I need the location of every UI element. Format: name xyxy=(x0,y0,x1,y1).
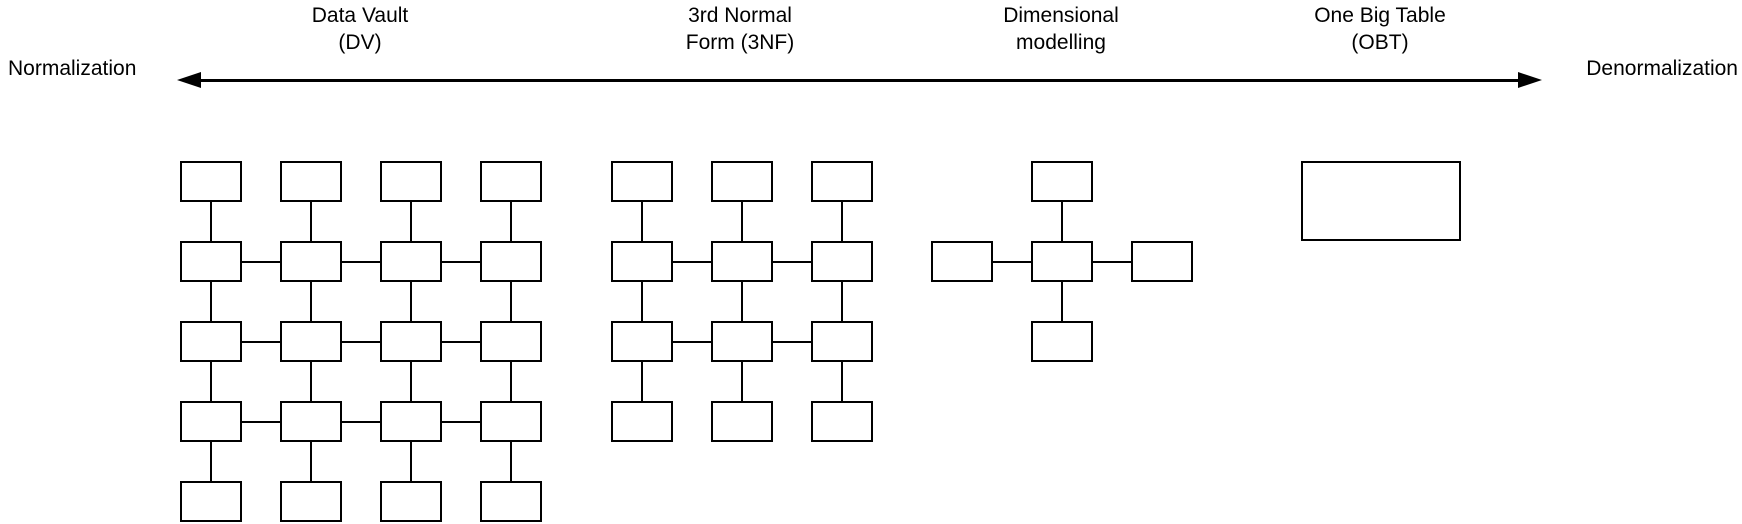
connector-line xyxy=(641,282,643,321)
table-box xyxy=(811,321,873,362)
dimensional-modelling-label: Dimensional modelling xyxy=(941,2,1181,56)
table-box xyxy=(711,241,773,282)
connector-line xyxy=(773,260,811,263)
connector-line xyxy=(510,202,512,241)
table-box xyxy=(711,321,773,362)
connector-line xyxy=(242,260,280,263)
one-big-table-label: One Big Table (OBT) xyxy=(1260,2,1500,56)
table-box xyxy=(180,161,242,202)
table-box xyxy=(611,321,673,362)
table-box xyxy=(380,481,442,522)
connector-line xyxy=(673,260,711,263)
connector-line xyxy=(410,362,412,401)
connector-line xyxy=(773,340,811,343)
connector-line xyxy=(442,260,480,263)
table-box xyxy=(180,401,242,442)
connector-line xyxy=(510,362,512,401)
label-line: (OBT) xyxy=(1351,31,1409,54)
table-box xyxy=(711,401,773,442)
connector-line xyxy=(510,442,512,481)
connector-line xyxy=(410,202,412,241)
connector-line xyxy=(741,282,743,321)
table-box xyxy=(1031,161,1093,202)
table-box xyxy=(480,241,542,282)
table-box xyxy=(811,241,873,282)
label-line: Form (3NF) xyxy=(685,31,795,54)
connector-line xyxy=(342,260,380,263)
connector-line xyxy=(410,282,412,321)
table-box xyxy=(480,321,542,362)
left-arrowhead-icon xyxy=(177,72,201,88)
label-line: One Big Table xyxy=(1314,4,1446,27)
connector-line xyxy=(641,202,643,241)
table-box xyxy=(280,241,342,282)
connector-line xyxy=(310,442,312,481)
connector-line xyxy=(841,362,843,401)
table-box xyxy=(811,161,873,202)
table-box xyxy=(480,481,542,522)
table-box xyxy=(380,241,442,282)
table-box xyxy=(1031,321,1093,362)
table-box xyxy=(611,401,673,442)
normalization-label: Normalization xyxy=(8,57,137,80)
table-box xyxy=(1031,241,1093,282)
label-line: 3rd Normal xyxy=(688,4,792,27)
connector-line xyxy=(342,340,380,343)
table-box xyxy=(280,401,342,442)
table-box xyxy=(1131,241,1193,282)
connector-line xyxy=(641,362,643,401)
table-box xyxy=(180,241,242,282)
connector-line xyxy=(342,420,380,423)
table-box xyxy=(280,161,342,202)
table-box xyxy=(931,241,993,282)
connector-line xyxy=(242,340,280,343)
connector-line xyxy=(1093,260,1131,263)
label-line: modelling xyxy=(1016,31,1106,54)
table-box xyxy=(480,161,542,202)
connector-line xyxy=(242,420,280,423)
table-box xyxy=(811,401,873,442)
table-box xyxy=(380,321,442,362)
table-box xyxy=(380,161,442,202)
connector-line xyxy=(841,282,843,321)
denormalization-label: Denormalization xyxy=(1586,57,1738,80)
connector-line xyxy=(210,362,212,401)
table-box xyxy=(180,481,242,522)
connector-line xyxy=(442,340,480,343)
connector-line xyxy=(310,202,312,241)
third-normal-form-label: 3rd Normal Form (3NF) xyxy=(620,2,860,56)
connector-line xyxy=(410,442,412,481)
connector-line xyxy=(673,340,711,343)
table-box xyxy=(611,241,673,282)
connector-line xyxy=(741,362,743,401)
table-box xyxy=(280,481,342,522)
connector-line xyxy=(310,282,312,321)
connector-line xyxy=(1061,202,1063,241)
table-box xyxy=(480,401,542,442)
connector-line xyxy=(210,202,212,241)
table-box xyxy=(1301,161,1461,241)
table-box xyxy=(711,161,773,202)
table-box xyxy=(280,321,342,362)
label-line: (DV) xyxy=(338,31,382,54)
table-box xyxy=(611,161,673,202)
connector-line xyxy=(210,442,212,481)
connector-line xyxy=(210,282,212,321)
table-box xyxy=(380,401,442,442)
connector-line xyxy=(993,260,1031,263)
connector-line xyxy=(442,420,480,423)
label-line: Data Vault xyxy=(311,4,409,27)
label-line: Dimensional xyxy=(1003,4,1119,27)
arrow-shaft xyxy=(195,78,1524,82)
connector-line xyxy=(310,362,312,401)
data-vault-label: Data Vault (DV) xyxy=(240,2,480,56)
right-arrowhead-icon xyxy=(1518,72,1542,88)
connector-line xyxy=(510,282,512,321)
connector-line xyxy=(741,202,743,241)
connector-line xyxy=(1061,282,1063,321)
table-box xyxy=(180,321,242,362)
connector-line xyxy=(841,202,843,241)
